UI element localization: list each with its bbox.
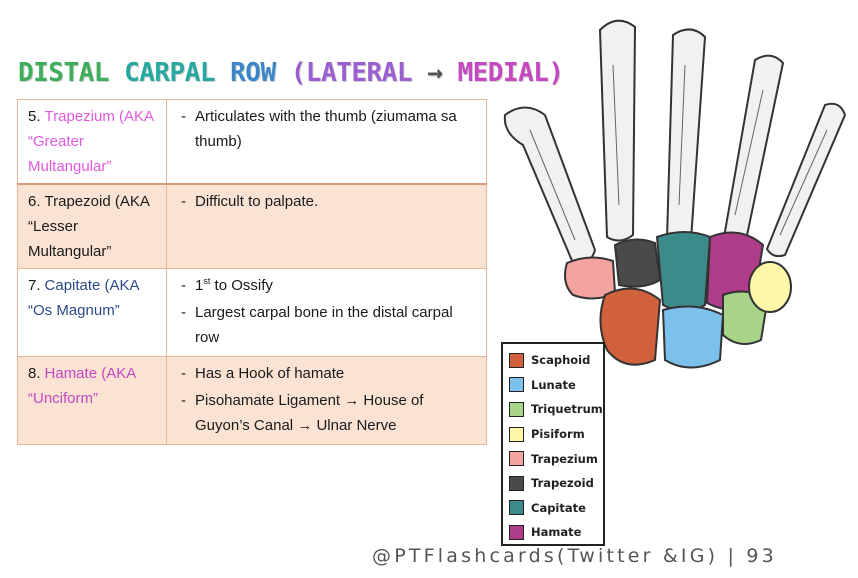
bone-number: 8. bbox=[28, 365, 41, 382]
legend-item: Triquetrum bbox=[509, 397, 603, 422]
bone-notes-cell: Articulates with the thumb (ziumama sa t… bbox=[166, 99, 487, 185]
bone-notes-cell: 1st to Ossify Largest carpal bone in the… bbox=[166, 268, 487, 357]
legend-item: Trapezium bbox=[509, 446, 598, 471]
ordinal-number: 1 bbox=[195, 277, 204, 294]
bone-color-legend: Scaphoid Lunate Triquetrum Pisiform Trap… bbox=[501, 342, 605, 546]
title-word-row: ROW bbox=[230, 58, 276, 88]
legend-item: Capitate bbox=[509, 496, 597, 521]
bone-note: 1st to Ossify bbox=[177, 273, 478, 298]
bone-name: Trapezoid (AKA “Lesser Multangular” bbox=[28, 193, 150, 260]
table-row-hamate: 8.Hamate (AKA “Unciform” Has a Hook of h… bbox=[17, 356, 487, 445]
legend-label: Trapezoid bbox=[531, 476, 594, 491]
title-word-lateral: (LATERAL bbox=[290, 58, 413, 88]
legend-item: Scaphoid bbox=[509, 348, 597, 373]
bone-name-cell: 7.Capitate (AKA “Os Magnum” bbox=[17, 268, 167, 357]
legend-item: Pisiform bbox=[509, 422, 597, 447]
bone-name-cell: 6.Trapezoid (AKA “Lesser Multangular” bbox=[17, 183, 167, 269]
capitate-bone bbox=[655, 231, 712, 312]
legend-label: Pisiform bbox=[531, 427, 585, 442]
carpal-bones-table: 5.Trapezium (AKA “Greater Multangular” A… bbox=[17, 99, 487, 445]
legend-label: Trapezium bbox=[531, 451, 598, 466]
bone-name: Hamate (AKA “Unciform” bbox=[28, 365, 136, 407]
bone-notes-cell: Difficult to palpate. bbox=[166, 183, 487, 269]
title-arrow: → bbox=[427, 58, 443, 88]
title-word-distal: DISTAL bbox=[18, 58, 109, 88]
bone-note: Articulates with the thumb (ziumama sa t… bbox=[177, 104, 478, 154]
legend-label: Capitate bbox=[531, 500, 586, 515]
trapezoid-bone bbox=[613, 238, 662, 288]
table-row-capitate: 7.Capitate (AKA “Os Magnum” 1st to Ossif… bbox=[17, 268, 487, 357]
legend-item: Lunate bbox=[509, 373, 597, 398]
slide-title: DISTAL CARPAL ROW (LATERAL → MEDIAL) bbox=[18, 58, 564, 88]
footer-credit: @PTFlashcards(Twitter &IG) | 93 bbox=[372, 545, 777, 567]
bone-note: Pisohamate Ligament → House of Guyon’s C… bbox=[177, 388, 478, 438]
legend-swatch bbox=[509, 500, 524, 516]
little-phalanges bbox=[765, 102, 847, 258]
ring-phalanges bbox=[721, 54, 785, 249]
bone-name: Capitate (AKA “Os Magnum” bbox=[28, 277, 139, 319]
table-row-trapezium: 5.Trapezium (AKA “Greater Multangular” A… bbox=[17, 99, 487, 185]
bone-number: 5. bbox=[28, 108, 41, 125]
trapezium-bone bbox=[564, 256, 617, 300]
legend-swatch bbox=[509, 426, 524, 442]
bone-number: 6. bbox=[28, 193, 41, 210]
hand-skeleton-illustration bbox=[503, 19, 847, 369]
middle-phalanges bbox=[665, 28, 707, 245]
legend-swatch bbox=[509, 401, 524, 417]
bone-number: 7. bbox=[28, 277, 41, 294]
bone-name-cell: 8.Hamate (AKA “Unciform” bbox=[17, 356, 167, 445]
title-word-carpal: CARPAL bbox=[124, 58, 215, 88]
thumb-metacarpal bbox=[503, 106, 597, 265]
bone-notes-cell: Has a Hook of hamate Pisohamate Ligament… bbox=[166, 356, 487, 445]
bone-note: Difficult to palpate. bbox=[177, 189, 478, 214]
ordinal-rest: to Ossify bbox=[210, 277, 273, 294]
legend-item: Hamate bbox=[509, 520, 597, 545]
table-row-trapezoid: 6.Trapezoid (AKA “Lesser Multangular” Di… bbox=[17, 183, 487, 269]
legend-label: Scaphoid bbox=[531, 353, 591, 368]
index-phalanges bbox=[598, 19, 637, 242]
legend-label: Hamate bbox=[531, 525, 582, 540]
legend-label: Lunate bbox=[531, 377, 576, 392]
ordinal-suffix: st bbox=[203, 276, 211, 286]
legend-swatch bbox=[509, 451, 524, 467]
legend-swatch bbox=[509, 352, 524, 368]
legend-swatch bbox=[509, 475, 524, 491]
scaphoid-bone bbox=[599, 287, 662, 366]
legend-swatch bbox=[509, 524, 524, 540]
bone-name: Trapezium (AKA “Greater Multangular” bbox=[28, 108, 154, 175]
bone-name-cell: 5.Trapezium (AKA “Greater Multangular” bbox=[17, 99, 167, 185]
legend-label: Triquetrum bbox=[531, 402, 603, 417]
bone-note: Largest carpal bone in the distal carpal… bbox=[177, 300, 478, 350]
bone-note: Has a Hook of hamate bbox=[177, 361, 478, 386]
lunate-bone bbox=[661, 305, 725, 369]
pisiform-bone bbox=[748, 261, 792, 313]
title-word-medial: MEDIAL) bbox=[457, 58, 564, 88]
legend-item: Trapezoid bbox=[509, 471, 597, 496]
legend-swatch bbox=[509, 377, 524, 393]
